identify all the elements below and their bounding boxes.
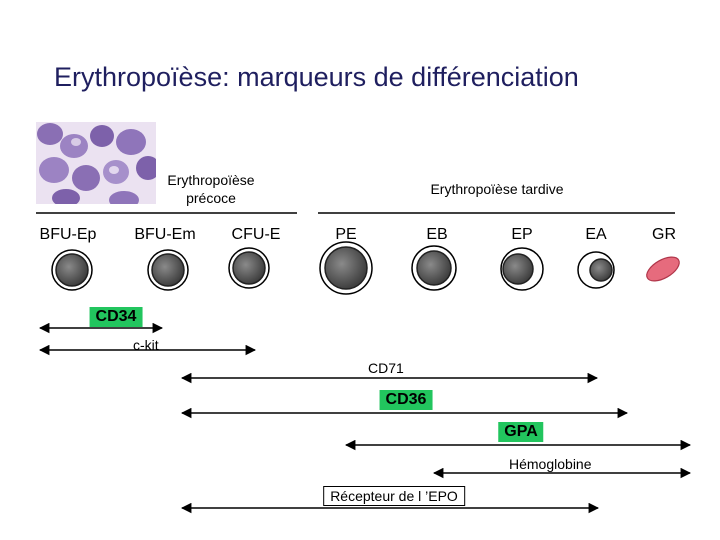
phase-early-label: Erythropoïèse précoce <box>167 172 255 206</box>
marker-hemoglobine-label: Hémoglobine <box>509 456 592 472</box>
cell-pe <box>319 241 373 295</box>
stage-label: PE <box>335 226 357 243</box>
stage-label: CFU-E <box>231 226 281 243</box>
cell-gr <box>646 256 680 282</box>
slide-title: Erythropoïèse: marqueurs de différenciat… <box>54 62 579 92</box>
marker-epo-receptor-label: Récepteur de l ’EPO <box>323 486 465 506</box>
cell-bfu-ep <box>51 249 93 291</box>
marker-cd34-label: CD34 <box>89 307 143 327</box>
stage-label: BFU-Em <box>134 226 196 243</box>
stage-label: BFU-Ep <box>39 226 97 243</box>
stage-label: EA <box>585 226 607 243</box>
stage-label: EB <box>426 226 448 243</box>
cell-eb <box>411 245 457 291</box>
cell-cfu-e <box>228 247 270 289</box>
marker-cd71-label: CD71 <box>368 360 404 376</box>
cell-ep <box>500 247 544 291</box>
stage-label: GR <box>652 226 676 243</box>
cell-bfu-em <box>147 249 189 291</box>
cell-micrograph <box>36 122 156 204</box>
phase-late-label: Erythropoïèse tardive <box>430 181 564 197</box>
marker-ckit-label: c-kit <box>133 337 159 353</box>
cell-ea <box>577 251 615 289</box>
stage-label: EP <box>511 226 533 243</box>
marker-cd36-label: CD36 <box>379 390 433 410</box>
marker-gpa-label: GPA <box>498 422 544 442</box>
